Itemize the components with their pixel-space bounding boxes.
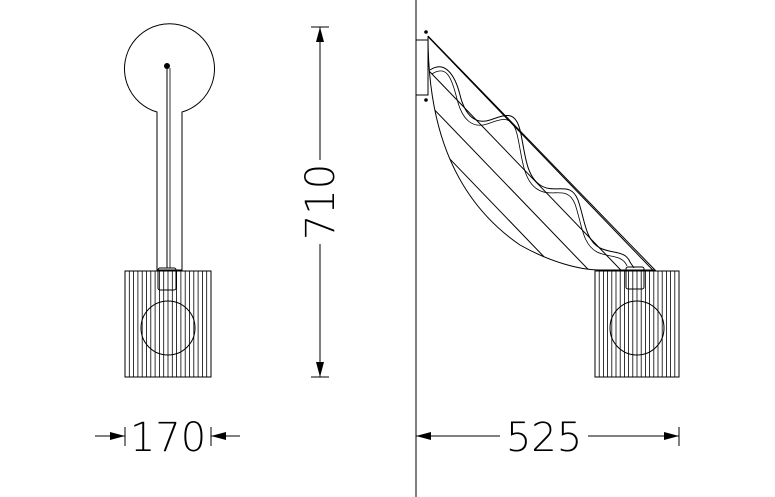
rib-line <box>428 36 513 270</box>
rib-line <box>475 36 655 270</box>
side-arm-hatch <box>428 20 775 290</box>
rib-line <box>668 20 775 290</box>
side-bulb-icon <box>609 300 665 356</box>
rib-line <box>428 36 577 270</box>
side-wavy-cable <box>429 66 635 269</box>
depth-dimension-label: 525 <box>506 415 582 461</box>
rib-line <box>635 36 655 270</box>
width-dimension-label: 170 <box>130 415 206 461</box>
rib-line <box>507 36 655 270</box>
rib-line <box>603 36 655 270</box>
rib-line <box>443 36 655 270</box>
height-dimension: 710 <box>298 26 344 378</box>
front-view <box>124 23 215 378</box>
rib-line <box>764 20 775 290</box>
rib-line <box>700 20 775 290</box>
side-shade <box>595 271 679 377</box>
rib-line <box>428 36 545 270</box>
rib-line <box>428 36 449 270</box>
rib-line <box>732 20 775 290</box>
width-dimension: 170 <box>95 415 240 461</box>
front-backplate-outline <box>124 23 215 271</box>
side-wall-plate <box>415 39 429 96</box>
rib-line <box>428 36 609 270</box>
front-socket <box>157 267 177 291</box>
depth-dimension: 525 <box>416 415 680 461</box>
rib-line <box>428 36 655 270</box>
rib-line <box>428 36 641 270</box>
rib-line <box>539 36 655 270</box>
side-view <box>415 20 775 378</box>
height-dimension-label: 710 <box>298 164 344 240</box>
side-socket <box>625 266 645 290</box>
side-arm-outline <box>427 35 657 271</box>
rib-line <box>428 36 481 270</box>
front-bulb-icon <box>140 300 196 356</box>
front-shade <box>125 271 211 377</box>
